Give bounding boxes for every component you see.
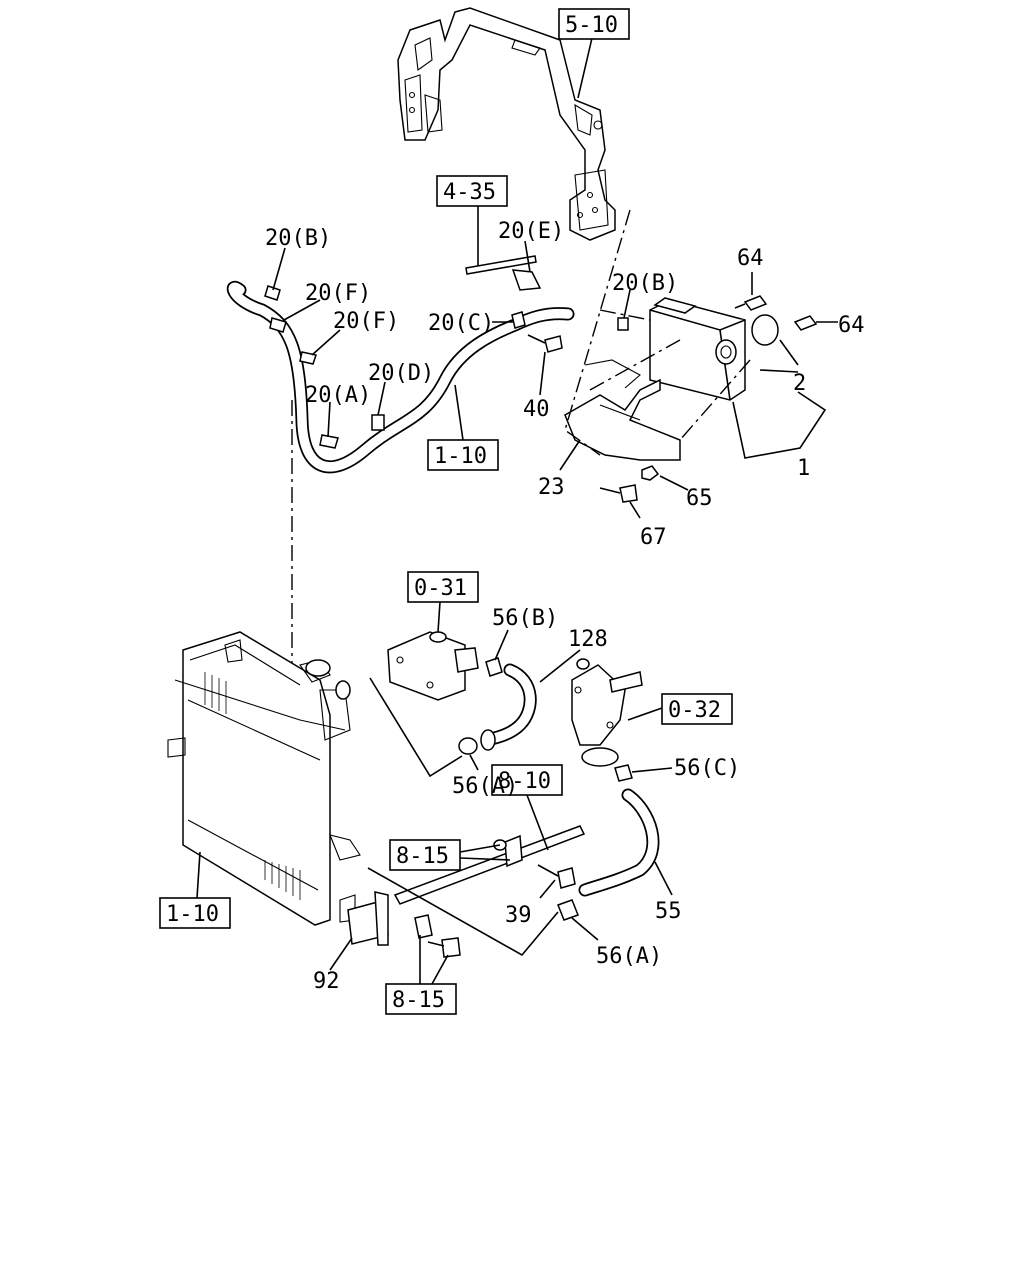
- ref-box-0-32: 0-32: [661, 693, 733, 725]
- ref-1-10-top-text: 1-10: [434, 444, 487, 469]
- ref-box-1-10-bottom: 1-10: [159, 897, 231, 929]
- part-labels: 20(B) 20(F) 20(F) 20(A) 20(D) 20(E) 20(C…: [265, 219, 865, 994]
- bolt-64-top: [734, 295, 768, 311]
- upper-hose-128: [480, 663, 537, 751]
- label-2: 2: [793, 371, 806, 396]
- label-65: 65: [686, 486, 713, 511]
- label-20f-2: 20(F): [333, 309, 399, 334]
- hose-clips: [264, 269, 629, 449]
- ref-0-32-text: 0-32: [668, 698, 721, 723]
- label-64-top: 64: [737, 246, 764, 271]
- radiator-core-hatch: [204, 672, 301, 900]
- clamp-56a-top: [458, 737, 478, 755]
- overflow-hose: [226, 280, 575, 474]
- label-92: 92: [313, 969, 340, 994]
- label-20a: 20(A): [305, 383, 371, 408]
- label-40: 40: [523, 397, 550, 422]
- label-20e: 20(E): [498, 219, 564, 244]
- thermostat-housing: [387, 631, 479, 701]
- ref-box-0-31: 0-31: [407, 571, 479, 603]
- bolt-64-right: [793, 315, 838, 331]
- water-outlet: [571, 658, 643, 767]
- label-20b-right: 20(B): [612, 271, 678, 296]
- label-128: 128: [568, 627, 608, 652]
- label-20c: 20(C): [428, 311, 494, 336]
- leader-5-10: [577, 37, 593, 99]
- bolt-39: [537, 864, 576, 889]
- ref-5-10-text: 5-10: [565, 13, 618, 38]
- ref-box-8-15-top: 8-15: [389, 839, 461, 871]
- mounting-bracket: [397, 7, 616, 241]
- clamp-56c: [614, 764, 633, 782]
- clamp-56b: [485, 657, 503, 677]
- label-56a-bottom: 56(A): [596, 944, 662, 969]
- ref-8-15-top-text: 8-15: [396, 844, 449, 869]
- label-64-right: 64: [838, 313, 865, 338]
- reservoir-tank: [649, 297, 779, 401]
- ref-box-4-35: 4-35: [436, 175, 508, 207]
- label-55: 55: [655, 899, 682, 924]
- ref-box-8-10: 8-10: [491, 764, 563, 796]
- ref-8-10-text: 8-10: [498, 769, 551, 794]
- ref-box-1-10-top: 1-10: [427, 439, 499, 471]
- lower-hose-55: [578, 788, 660, 897]
- label-23: 23: [538, 475, 565, 500]
- ref-0-31-text: 0-31: [414, 576, 467, 601]
- bolt-67: [599, 484, 638, 503]
- label-56a-top: 56(A): [452, 774, 518, 799]
- water-pipe: [347, 825, 586, 958]
- ref-8-15-bottom-text: 8-15: [392, 988, 445, 1013]
- clamp-56a-bottom: [557, 899, 579, 921]
- bolt-40: [527, 334, 563, 353]
- radiator: [167, 631, 361, 926]
- ref-box-8-15-bottom: 8-15: [385, 983, 457, 1015]
- label-56b: 56(B): [492, 606, 558, 631]
- ref-4-35-text: 4-35: [443, 180, 496, 205]
- ref-1-10-bottom-text: 1-10: [166, 902, 219, 927]
- label-20d: 20(D): [368, 361, 434, 386]
- label-56c: 56(C): [674, 756, 740, 781]
- label-39: 39: [505, 903, 532, 928]
- ref-box-5-10: 5-10: [558, 8, 630, 40]
- label-20f-1: 20(F): [305, 281, 371, 306]
- label-1: 1: [797, 456, 810, 481]
- label-67: 67: [640, 525, 667, 550]
- label-20b-left: 20(B): [265, 226, 331, 251]
- nut-65: [641, 465, 660, 481]
- tank-bracket: [564, 359, 681, 461]
